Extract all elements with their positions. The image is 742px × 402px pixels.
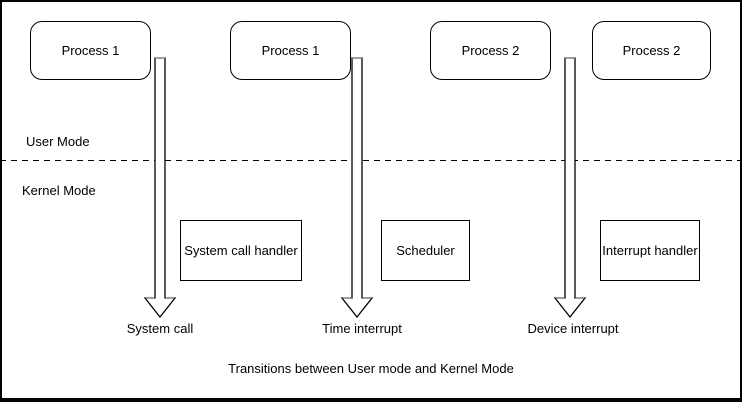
- kernel-handler-label: Interrupt handler: [602, 243, 698, 258]
- process-box: Process 2: [430, 21, 551, 80]
- process-box-label: Process 1: [61, 43, 120, 58]
- arrow-outline: [143, 57, 177, 319]
- arrow-outline: [553, 57, 587, 319]
- kernel-mode-label: Kernel Mode: [22, 183, 96, 198]
- kernel-handler-label: System call handler: [184, 243, 298, 258]
- down-arrow-icon: [143, 57, 177, 319]
- kernel-handler-label: Scheduler: [396, 243, 455, 258]
- process-box: Process 1: [230, 21, 351, 80]
- down-arrow-icon: [553, 57, 587, 319]
- kernel-handler-box: System call handler: [180, 220, 302, 281]
- process-box: Process 2: [592, 21, 711, 80]
- transition-label-time-interrupt: Time interrupt: [322, 321, 402, 336]
- arrow-outline: [340, 57, 374, 319]
- process-box-label: Process 1: [261, 43, 320, 58]
- process-box: Process 1: [30, 21, 151, 80]
- transition-label-device-interrupt: Device interrupt: [527, 321, 619, 336]
- user-mode-label: User Mode: [26, 134, 90, 149]
- kernel-handler-box: Interrupt handler: [600, 220, 700, 281]
- user-kernel-divider-line: [0, 160, 742, 161]
- transition-label-system-call: System call: [126, 321, 194, 336]
- down-arrow-icon: [340, 57, 374, 319]
- kernel-handler-box: Scheduler: [381, 220, 470, 281]
- process-box-label: Process 2: [461, 43, 520, 58]
- process-box-label: Process 2: [622, 43, 681, 58]
- diagram-caption: Transitions between User mode and Kernel…: [228, 361, 514, 376]
